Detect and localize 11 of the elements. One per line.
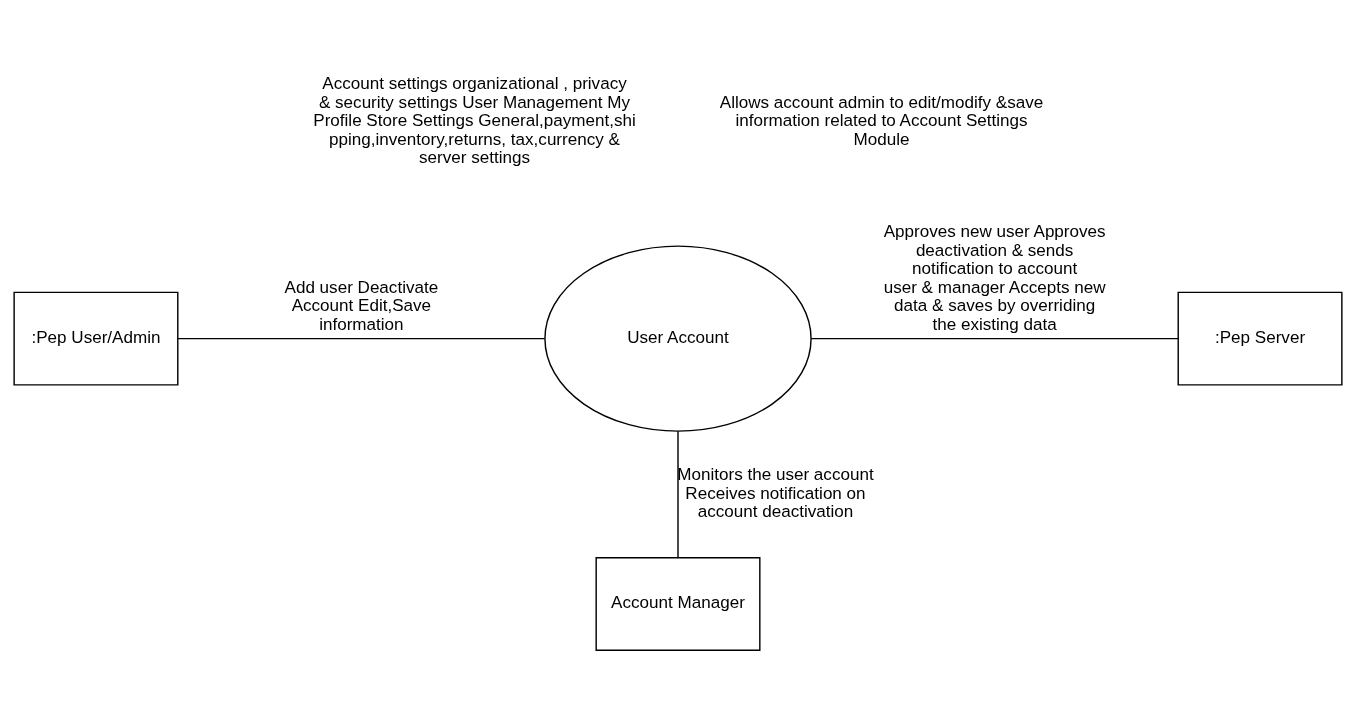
- label: Allows account admin to edit/modify &save information related to Account Settings Module: [719, 92, 1044, 149]
- edge-label: Approves new user Approves deactivation & sends notification to account user & manager Accepts new data & saves by overriding the existing data: [883, 221, 1106, 334]
- label: Account settings organizational , privacy & security settings User Management My Profile Store Settings General,payment,shipping,inventory,returns, tax,currency & server settings: [313, 73, 636, 167]
- node-ellipse: User Account: [544, 244, 812, 432]
- node-box: Account Manager: [595, 556, 761, 651]
- node-box: :Pep Server: [1177, 291, 1343, 386]
- connector: [810, 337, 1179, 339]
- node-box: :Pep User/Admin: [13, 291, 179, 386]
- connector: [177, 337, 546, 339]
- edge-label: Add user Deactivate Account Edit,Save information: [284, 277, 439, 334]
- connector: [677, 429, 679, 558]
